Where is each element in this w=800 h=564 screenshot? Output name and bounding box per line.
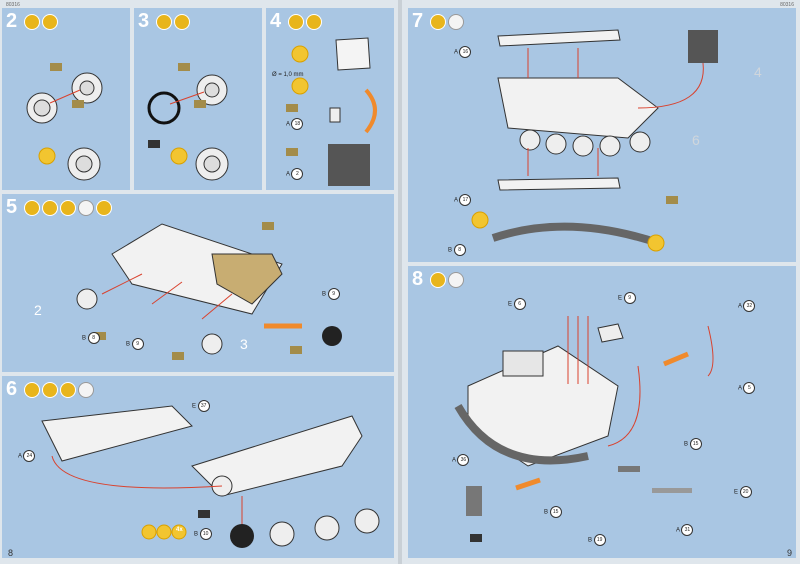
part-label: A 5 [738,382,756,394]
repeat-icon [96,200,112,216]
drill-note: Ø = 1,0 mm [272,72,304,78]
callout-4: 4 [754,64,762,80]
hull-drawing [76,222,342,360]
wheel-assembly-drawing [147,63,229,181]
glue-icon [24,200,40,216]
step-panel-3: 3 [134,8,262,190]
part-label: A 36 [452,454,470,466]
part-label: B 9 [126,338,144,350]
page-number: 8 [8,548,14,558]
tool-icons [24,200,112,216]
part-label: B 9 [322,288,340,300]
right-page: 80316 7 4 6 A 16 [402,0,800,564]
callout-wheel-2: 2 [34,302,42,318]
tool-icons [430,272,464,288]
catalog-code: 80316 [780,2,794,8]
page-gutter [398,0,402,564]
tool-icons [156,14,190,30]
step-number: 3 [138,10,150,32]
cement-icon [42,382,58,398]
part-label: A 32 [738,300,756,312]
step-number: 4 [270,10,282,32]
part-label: B 8 [82,332,100,344]
part-label: A 17 [454,194,472,206]
grille-drawing [286,37,377,186]
part-label: B 15 [684,438,702,450]
step-panel-5: 5 2 3 B 9 B 8 B 9 [2,194,394,372]
part-label: A 18 [286,118,304,130]
part-label: A 2 [286,168,304,180]
cement-icon [448,272,464,288]
paint-icon [60,200,76,216]
left-page: 80316 2 3 [0,0,398,564]
part-label: E 20 [734,486,752,498]
step-panel-2: 2 [2,8,130,190]
part-label: B 10 [194,528,212,540]
hull-tracks-drawing [471,29,718,252]
tool-icons [288,14,322,30]
part-label: B 15 [544,506,562,518]
part-label: E 6 [508,298,526,310]
wheel-assembly-drawing [26,63,103,181]
callout-wheel-3: 3 [240,336,248,352]
page-number: 9 [786,548,792,558]
cement-icon [174,14,190,30]
part-label: B 8 [448,244,466,256]
part-label: A 24 [18,450,36,462]
quantity-badge: 4x [176,527,183,533]
part-label: B 19 [588,534,606,546]
cement-icon [448,14,464,30]
cement-icon [306,14,322,30]
tool-icons [24,14,58,30]
step-panel-4: 4 Ø = 1,0 mm A 18 A 2 [266,8,394,190]
part-label: E 9 [618,292,636,304]
glue-icon [430,272,446,288]
step-panel-6: 6 E 37 A 24 B 10 4x [2,376,394,558]
glue-icon [288,14,304,30]
tool-icons [24,382,94,398]
step-number: 2 [6,10,18,32]
clock-icon [78,200,94,216]
clock-icon [78,382,94,398]
part-label: A 16 [454,46,472,58]
cement-icon [42,200,58,216]
paint-icon [60,382,76,398]
glue-icon [430,14,446,30]
tank-drawing [454,316,714,542]
step-number: 8 [412,268,424,290]
step-number: 7 [412,10,424,32]
glue-icon [24,14,40,30]
step-panel-7: 7 4 6 A 16 A 17 B 8 [408,8,796,262]
tool-icons [430,14,464,30]
part-label: E 37 [192,400,210,412]
step-number: 5 [6,196,18,218]
step-number: 6 [6,378,18,400]
catalog-code: 80316 [6,2,20,8]
callout-6: 6 [692,132,700,148]
hull-drawing [41,405,380,548]
cement-icon [42,14,58,30]
step-panel-8: 8 E 6 E 9 A 32 A 5 A 36 B 15 B 15 [408,266,796,558]
glue-icon [156,14,172,30]
part-label: A 31 [676,524,694,536]
glue-icon [24,382,40,398]
